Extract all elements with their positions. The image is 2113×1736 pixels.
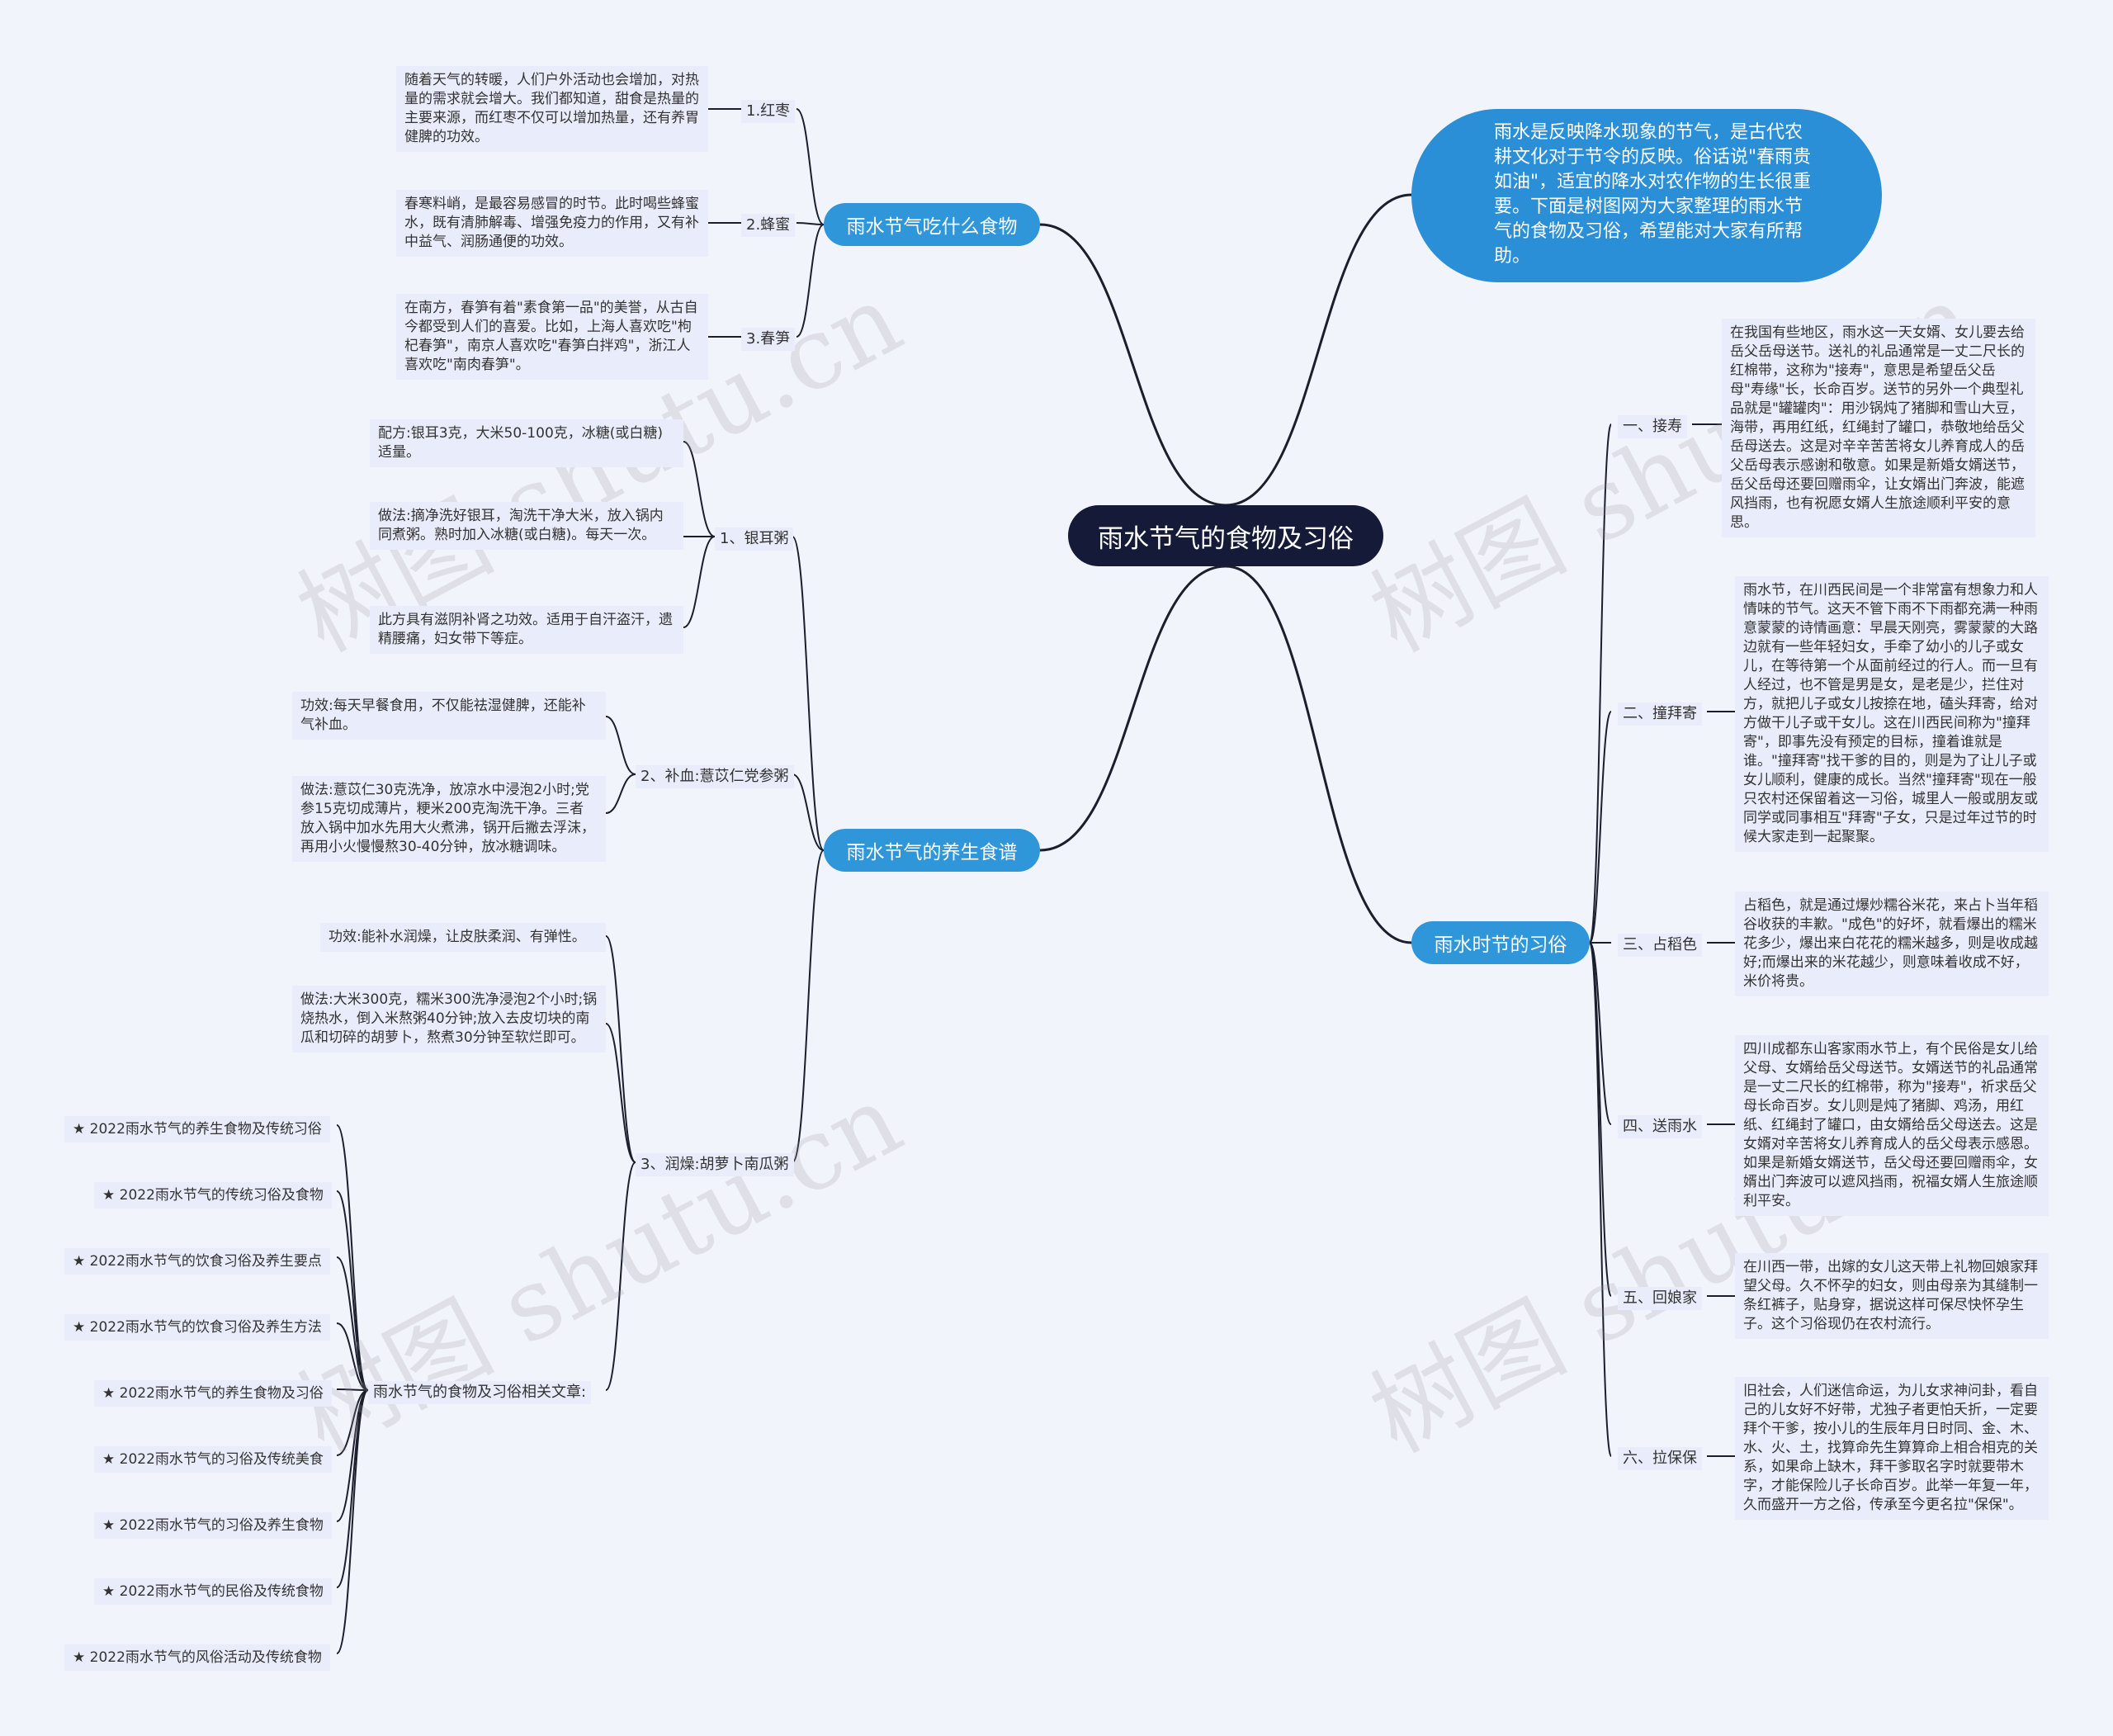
recipe-note-pumpkin-2: 做法:大米300克，糯米300洗净浸泡2个小时;锅烧热水，倒入米熬粥40分钟;放… <box>292 986 606 1052</box>
connector-curve <box>796 222 825 225</box>
connector-curve <box>336 1389 369 1654</box>
recipe-note-tremella-3: 此方具有滋阴补肾之功效。适用于自汗盗汗，遗精腰痛，妇女带下等症。 <box>370 606 683 654</box>
connector-curve <box>1225 193 1412 507</box>
connector-curve <box>605 935 636 1163</box>
custom-item-zhuangbaiji[interactable]: 二、撞拜寄 <box>1618 702 1702 726</box>
custom-item-jieshou[interactable]: 一、接寿 <box>1618 415 1687 438</box>
connector-curve <box>336 1388 369 1391</box>
connector-curve <box>796 224 825 338</box>
connector-curve <box>336 1190 369 1391</box>
connector-curve <box>336 1256 369 1391</box>
custom-note-zhandaose: 占稻色，就是通过爆炒糯谷米花，来占卜当年稻谷收获的丰歉。"成色"的好坏，就看爆出… <box>1735 892 2049 996</box>
related-article-link[interactable]: ★ 2022雨水节气的饮食习俗及养生方法 <box>64 1314 330 1341</box>
related-article-link[interactable]: ★ 2022雨水节气的习俗及传统美食 <box>94 1446 332 1473</box>
food-item-jujube[interactable]: 1.红枣 <box>741 100 796 123</box>
connector-curve <box>1589 942 1612 1457</box>
intro-bubble[interactable]: 雨水是反映降水现象的节气，是古代农耕文化对于节令的反映。俗话说"春雨贵如油"，适… <box>1411 109 1882 282</box>
custom-note-labaobao: 旧社会，人们迷信命运，为儿女求神问卦，看自己的儿女好不好带，尤独子者更怕夭折，一… <box>1735 1377 2049 1520</box>
food-note-bamboo: 在南方，春笋有着"素食第一品"的美誉，从古自今都受到人们的喜爱。比如，上海人喜欢… <box>396 294 708 380</box>
custom-item-zhandaose[interactable]: 三、占稻色 <box>1618 934 1702 957</box>
related-articles-label: 雨水节气的食物及习俗相关文章: <box>368 1381 592 1404</box>
connector-curve <box>1589 942 1612 1125</box>
related-article-link[interactable]: ★ 2022雨水节气的风俗活动及传统食物 <box>64 1644 330 1671</box>
connector-curve <box>792 536 825 851</box>
custom-item-songyushui[interactable]: 四、送雨水 <box>1618 1115 1702 1138</box>
recipe-note-pumpkin-1: 功效:能补水润燥，让皮肤柔润、有弹性。 <box>320 923 606 952</box>
related-article-link[interactable]: ★ 2022雨水节气的传统习俗及食物 <box>94 1182 332 1209</box>
connector-curve <box>336 1322 369 1391</box>
food-item-honey[interactable]: 2.蜂蜜 <box>741 214 796 237</box>
connector-curve <box>336 1124 369 1391</box>
custom-item-huiniangjia[interactable]: 五、回娘家 <box>1618 1287 1702 1310</box>
food-note-jujube: 随着天气的转暖，人们户外活动也会增加，对热量的需求就会增大。我们都知道，甜食是热… <box>396 66 708 152</box>
connector-curve <box>792 849 825 1163</box>
related-article-link[interactable]: ★ 2022雨水节气的民俗及传统食物 <box>94 1578 332 1605</box>
recipe-item-coix[interactable]: 2、补血:薏苡仁党参粥 <box>636 765 794 788</box>
connector-curve <box>605 773 636 814</box>
connector-curve <box>1225 565 1412 944</box>
connector-curve <box>1039 223 1227 507</box>
recipe-item-tremella[interactable]: 1、银耳粥 <box>715 527 794 551</box>
connector-curve <box>605 716 636 775</box>
connector-curve <box>605 1023 636 1163</box>
food-item-bamboo[interactable]: 3.春笋 <box>741 328 796 351</box>
related-article-link[interactable]: ★ 2022雨水节气的饮食习俗及养生要点 <box>64 1248 330 1275</box>
recipe-note-tremella-1: 配方:银耳3克，大米50-100克，冰糖(或白糖)适量。 <box>370 419 683 467</box>
branch-food[interactable]: 雨水节气吃什么食物 <box>824 203 1040 246</box>
recipe-note-coix-1: 功效:每天早餐食用，不仅能祛湿健脾，还能补气补血。 <box>292 692 606 740</box>
custom-note-huiniangjia: 在川西一带，出嫁的女儿这天带上礼物回娘家拜望父母。久不怀孕的妇女，则由母亲为其缝… <box>1735 1253 2049 1339</box>
connector-curve <box>683 441 716 537</box>
connector-curve <box>1039 565 1227 852</box>
related-article-link[interactable]: ★ 2022雨水节气的养生食物及习俗 <box>94 1380 332 1407</box>
custom-note-songyushui: 四川成都东山客家雨水节上，有个民俗是女儿给父母、女婿给岳父母送节。女婿送节的礼品… <box>1735 1035 2049 1216</box>
connector-curve <box>796 108 825 225</box>
connector-curve <box>336 1389 369 1456</box>
connector-curve <box>792 773 825 851</box>
related-article-link[interactable]: ★ 2022雨水节气的习俗及养生食物 <box>94 1512 332 1539</box>
connector-curve <box>1589 711 1612 944</box>
connector-curve <box>1589 423 1612 944</box>
root-topic[interactable]: 雨水节气的食物及习俗 <box>1068 505 1383 566</box>
food-note-honey: 春寒料峭，是最容易感冒的时节。此时喝些蜂蜜水，既有清肺解毒、增强免疫力的作用，又… <box>396 190 708 257</box>
connector-curve <box>683 536 716 628</box>
connector-curve <box>336 1389 369 1522</box>
branch-recipe[interactable]: 雨水节气的养生食谱 <box>824 829 1040 872</box>
custom-item-labaobao[interactable]: 六、拉保保 <box>1618 1447 1702 1470</box>
connector-curve <box>605 1161 636 1391</box>
branch-customs[interactable]: 雨水时节的习俗 <box>1411 921 1590 964</box>
custom-note-zhuangbaiji: 雨水节，在川西民间是一个非常富有想象力和人情味的节气。这天不管下雨不下雨都充满一… <box>1735 576 2049 852</box>
recipe-note-tremella-2: 做法:摘净洗好银耳，淘洗干净大米，放入锅内同煮粥。熟时加入冰糖(或白糖)。每天一… <box>370 502 683 550</box>
recipe-note-coix-2: 做法:薏苡仁30克洗净，放凉水中浸泡2小时;党参15克切成薄片，粳米200克淘洗… <box>292 776 606 862</box>
recipe-item-pumpkin[interactable]: 3、润燥:胡萝卜南瓜粥 <box>636 1153 794 1176</box>
related-article-link[interactable]: ★ 2022雨水节气的养生食物及传统习俗 <box>64 1116 330 1142</box>
custom-note-jieshou: 在我国有些地区，雨水这一天女婿、女儿要去给岳父岳母送节。送礼的礼品通常是一丈二尺… <box>1722 319 2035 537</box>
